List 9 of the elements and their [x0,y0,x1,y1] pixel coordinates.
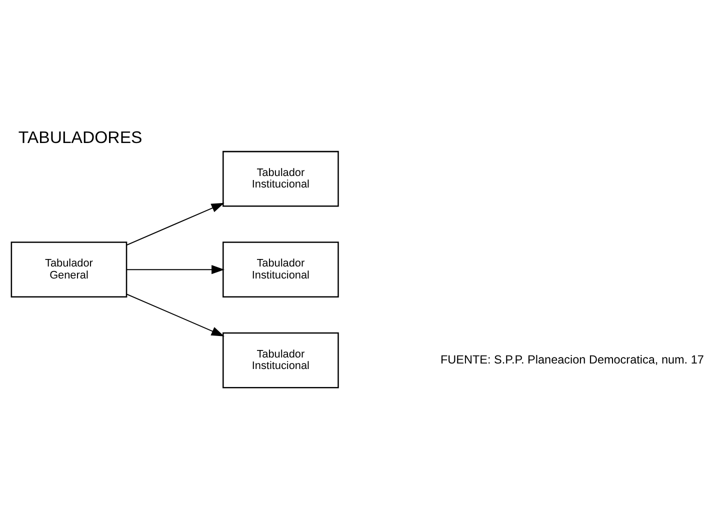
node-box: Tabulador Institucional [222,150,339,207]
arrow [126,265,224,274]
diagram-title: TABULADORES [18,128,142,148]
node-box: Tabulador Institucional [222,242,339,298]
arrow [126,294,224,336]
arrow [126,202,224,246]
node-box: Tabulador Institucional [222,332,339,388]
node-box: Tabulador General [10,242,128,298]
caption: FUENTE: S.P.P. Planeacion Democratica, num. 17 [440,353,704,366]
